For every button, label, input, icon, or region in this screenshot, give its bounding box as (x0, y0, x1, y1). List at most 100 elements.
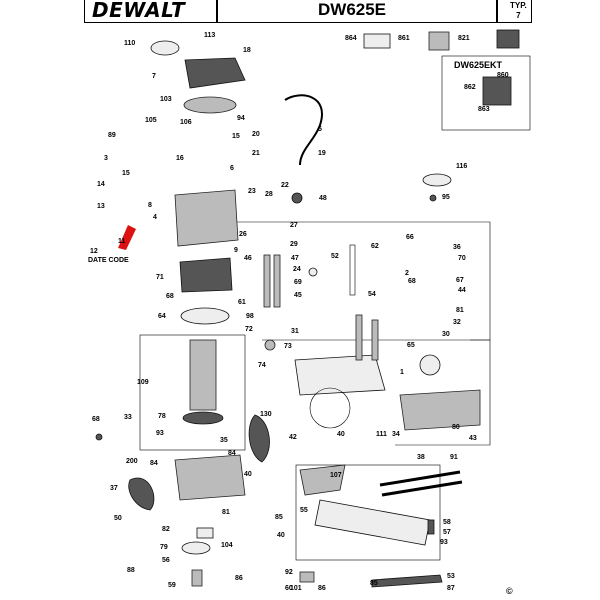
part-number-label: 56 (162, 557, 170, 564)
part-48-knob (291, 192, 303, 204)
part-number-label: 92 (285, 569, 293, 576)
top-cover-illustration (184, 57, 246, 89)
part-number-label: 84 (228, 450, 236, 457)
part-number-label: 18 (243, 47, 251, 54)
part-number-label: 68 (92, 416, 100, 423)
model-title: DW625E (318, 0, 387, 19)
part-number-label: 93 (440, 539, 448, 546)
part-number-label: 23 (248, 188, 256, 195)
bearing-plate-illustration (180, 307, 230, 325)
washer-44 (308, 267, 318, 277)
part-number-label: 94 (237, 115, 245, 122)
part-number-label: 30 (442, 331, 450, 338)
part-number-label: 84 (150, 460, 158, 467)
part-number-label: 106 (180, 119, 192, 126)
part-number-label: 24 (293, 266, 301, 273)
wrench-101-illustration (371, 574, 443, 588)
accessory-861-illustration (428, 31, 450, 51)
part-number-label: 130 (260, 411, 272, 418)
collet-illustration (191, 569, 203, 587)
part-number-label: 4 (153, 214, 157, 221)
part-number-label: 37 (110, 485, 118, 492)
part-number-label: 105 (145, 117, 157, 124)
part-number-label: 78 (158, 413, 166, 420)
part-number-label: 80 (452, 424, 460, 431)
part-number-label: 20 (252, 131, 260, 138)
part-number-label: 36 (453, 244, 461, 251)
part-number-label: 2 (405, 270, 409, 277)
part-number-label: 21 (252, 150, 260, 157)
fence-box (295, 464, 441, 561)
part-58 (196, 527, 214, 539)
type-value: 7 (516, 11, 521, 20)
part-number-label: 48 (319, 195, 327, 202)
part-number-label: 15 (122, 170, 130, 177)
part-number-label: 33 (124, 414, 132, 421)
part-number-label: 26 (239, 231, 247, 238)
motor-armature-box (139, 334, 246, 451)
router-base-illustration (294, 354, 386, 396)
collet-nut-illustration (181, 541, 211, 555)
part-number-label: 71 (156, 274, 164, 281)
type-label: TYP.7 (510, 1, 527, 20)
part-number-label: 113 (204, 32, 215, 39)
part-number-label: 860 (497, 72, 509, 79)
fence-guide-illustration (299, 464, 346, 496)
part-number-label: 28 (265, 191, 273, 198)
accessory-864-illustration (363, 33, 391, 49)
part-number-label: 85 (370, 580, 378, 587)
part-number-label: 81 (222, 509, 230, 516)
part-number-label: 64 (158, 313, 166, 320)
cable-5-illustration (284, 94, 323, 166)
part-number-label: 1 (400, 369, 404, 376)
screw-95 (429, 194, 437, 202)
part-number-label: 89 (108, 132, 116, 139)
part-number-label: 19 (318, 150, 326, 157)
part-number-label: 88 (127, 567, 135, 574)
column-rod-47 (273, 254, 281, 308)
part-number-label: 55 (300, 507, 308, 514)
part-number-label: 67 (456, 277, 464, 284)
handle-left-illustration (128, 477, 155, 511)
kit-case-illustration (482, 76, 512, 106)
depth-rod-2 (371, 319, 379, 361)
part-number-label: 81 (456, 307, 464, 314)
part-number-label: 87 (447, 585, 455, 592)
part-number-label: 11 (118, 238, 126, 245)
screw-93-fence (427, 519, 435, 535)
part-number-label: 79 (160, 544, 168, 551)
part-number-label: 107 (330, 472, 342, 479)
part-number-label: 74 (258, 362, 266, 369)
part-number-label: 42 (289, 434, 297, 441)
header-brand-box (84, 0, 218, 23)
part-number-label: 85 (275, 514, 283, 521)
part-number-label: 57 (443, 529, 451, 536)
part-number-label: 98 (246, 313, 254, 320)
part-number-label: 68 (408, 278, 416, 285)
kit-label: DW625EKT (454, 60, 503, 70)
part-number-label: 9 (234, 247, 238, 254)
accessory-821-illustration (496, 29, 520, 49)
part-number-label: 47 (291, 255, 299, 262)
part-116-illustration (422, 173, 452, 187)
part-number-label: 109 (137, 379, 149, 386)
part-number-label: 53 (447, 573, 455, 580)
part-number-label: 864 (345, 35, 357, 42)
depth-rod (355, 314, 363, 361)
part-number-label: 14 (97, 181, 105, 188)
spring-rod-62 (349, 244, 356, 296)
part-number-label: 35 (220, 437, 228, 444)
fence-rod-84a (379, 470, 461, 487)
screw-93 (95, 433, 103, 441)
part-number-label: 69 (294, 279, 302, 286)
part-number-label: 60 (285, 585, 293, 592)
part-number-label: 31 (291, 328, 299, 335)
part-number-label: 43 (469, 435, 477, 442)
column-rod-46 (263, 254, 271, 308)
part-number-label: 86 (235, 575, 243, 582)
part-number-label: 861 (398, 35, 410, 42)
dust-extraction-illustration (399, 389, 481, 431)
part-number-label: 50 (114, 515, 122, 522)
